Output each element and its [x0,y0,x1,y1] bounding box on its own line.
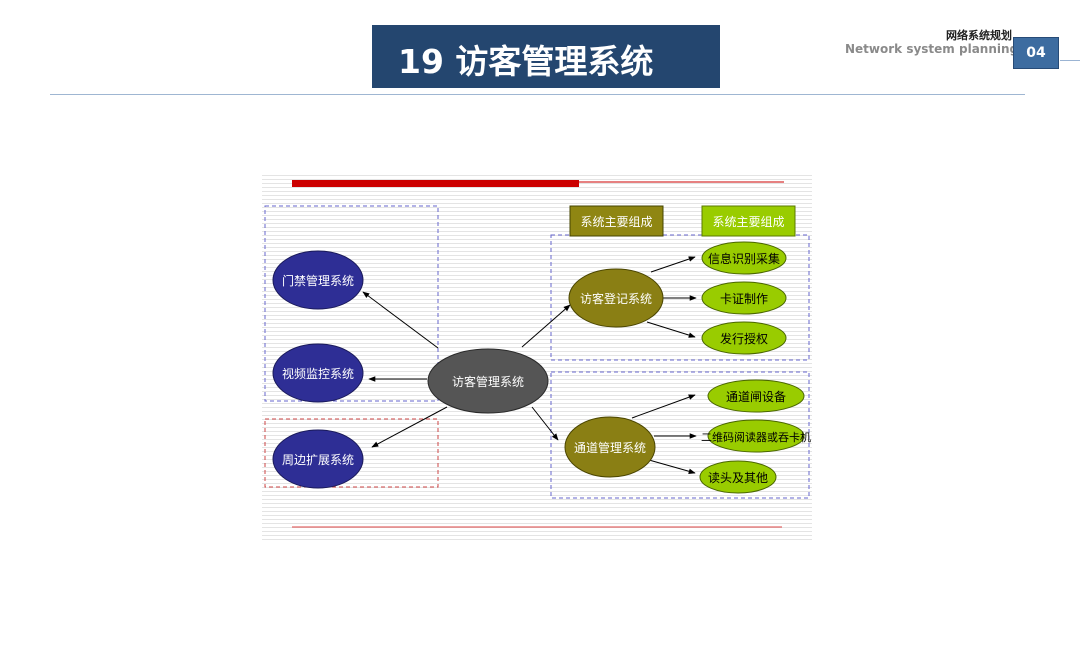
leaf-gate-equipment: 通道闸设备 [707,379,805,413]
node-access-control-label: 门禁管理系统 [282,273,354,288]
top-accent-bar [292,180,579,187]
leaf-reader-head-label: 读头及其他 [708,471,768,485]
arrow-to-extension [371,406,448,448]
leaf-qr-reader-label: 二维码阅读器或吞卡机 [701,430,811,444]
legend-tag-dark: 系统主要组成 [569,205,664,237]
node-access-control: 门禁管理系统 [272,250,364,310]
arrow-to-gate-equipment [631,394,696,419]
legend-tag-light: 系统主要组成 [701,205,796,237]
arrow-to-reader-head [648,459,696,474]
legend-tag-dark-label: 系统主要组成 [580,215,652,229]
leaf-info-collect: 信息识别采集 [701,241,787,275]
node-center-label: 访客管理系统 [452,374,524,389]
title-banner [372,25,720,88]
arrow-to-registration [521,304,571,348]
node-registration-label: 访客登记系统 [580,291,652,306]
node-extension-label: 周边扩展系统 [282,453,354,467]
leaf-card-making: 卡证制作 [701,281,787,315]
node-video-surveillance: 视频监控系统 [272,343,364,403]
arrow-to-access-control [362,291,439,349]
slide-title: 19 访客管理系统 [398,42,654,81]
arrow-to-info-collect [650,256,696,273]
leaf-authorization-label: 发行授权 [720,331,768,346]
leaf-gate-equipment-label: 通道闸设备 [726,390,786,404]
registration-frame [550,234,810,361]
arrow-to-authorization [646,321,696,338]
page-number: 04 [1013,37,1059,69]
left-group-frame [264,205,439,402]
extension-frame [264,418,439,488]
header-divider [50,94,1025,95]
node-registration: 访客登记系统 [568,268,664,328]
leaf-reader-head: 读头及其他 [699,460,777,494]
node-passage-label: 通道管理系统 [574,440,646,455]
header-accent-line [1060,60,1080,61]
leaf-authorization: 发行授权 [701,321,787,355]
leaf-card-making-label: 卡证制作 [720,292,768,306]
arrow-to-passage [531,406,559,441]
header-chinese: 网络系统规划 [946,29,1012,42]
passage-frame [550,371,810,499]
node-center: 访客管理系统 [427,348,549,414]
node-passage: 通道管理系统 [564,416,656,478]
leaf-qr-reader: 二维码阅读器或吞卡机 [701,419,811,453]
legend-tag-light-label: 系统主要组成 [712,215,784,229]
visitor-system-diagram: 系统主要组成 系统主要组成 门禁管理系统 视频监控系统 周边扩展系统 访客管理系… [262,175,812,543]
leaf-info-collect-label: 信息识别采集 [708,251,780,266]
node-extension: 周边扩展系统 [272,429,364,489]
header-english: Network system planning [845,42,1019,56]
node-video-surveillance-label: 视频监控系统 [282,366,354,381]
